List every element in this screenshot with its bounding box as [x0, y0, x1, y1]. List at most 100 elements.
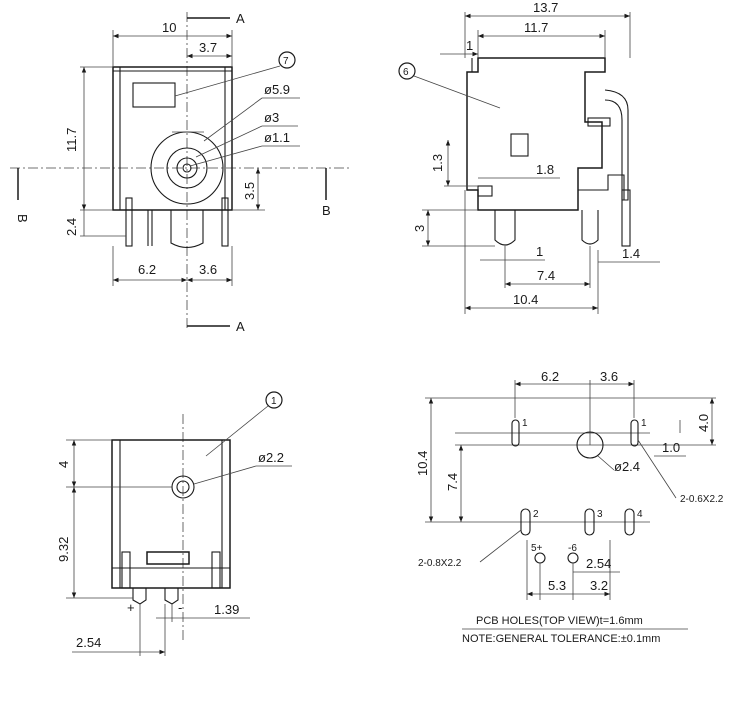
dim-d-outer: ø5.9 [264, 82, 290, 97]
pcb-slot-small: 2-0.6X2.2 [680, 494, 724, 505]
pcb-slot-large-leader [479, 529, 522, 563]
dim-front-flange: 1 [466, 38, 473, 53]
jack-inner-ring [176, 157, 198, 179]
pcb-dim-x-right: 3.2 [590, 578, 608, 593]
dim-d-hole: ø2.2 [258, 450, 284, 465]
pcb-dim-d-center: ø2.4 [614, 459, 640, 474]
pcb-dim-left-span: 6.2 [541, 369, 559, 384]
dim-width-right: 3.7 [199, 40, 217, 55]
bottom-hole-inner [176, 480, 190, 494]
callout-6-leader [413, 75, 501, 109]
side-pin-rear [581, 210, 599, 245]
dim-center-height: 3.5 [242, 182, 257, 200]
pcb-d2-4-leader [597, 455, 615, 471]
front-pin-center [170, 210, 204, 249]
pcb-dim-right-span: 3.6 [600, 369, 618, 384]
pcb-slot-1a [511, 419, 520, 447]
pcb-slot-small-leader [637, 439, 677, 499]
dim-right-span: 3.6 [199, 262, 217, 277]
callout-6-bubble [398, 62, 416, 80]
front-pin-left [125, 197, 133, 247]
pcb-center-hole [576, 431, 604, 459]
dim-base-length: 10.4 [513, 292, 538, 307]
dim-top-gap: 4 [56, 461, 71, 468]
pcb-pin-label-4: 4 [637, 509, 643, 520]
dim-pin-width: 1 [536, 244, 543, 259]
front-view: A A B B 10 3.7 [10, 11, 350, 334]
dim-width-total: 10 [162, 20, 176, 35]
callout-6-label: 6 [403, 67, 409, 78]
bottom-pin-minus [164, 588, 179, 605]
leader-d2-2 [193, 465, 257, 485]
pcb-dim-total-height: 10.4 [415, 451, 430, 476]
pcb-dim-top-offset: 4.0 [696, 414, 711, 432]
bottom-terminal-center [146, 551, 190, 565]
notes: PCB HOLES(TOP VIEW)t=1.6mm NOTE:GENERAL … [462, 615, 688, 645]
section-b-right-label: B [322, 203, 331, 218]
bottom-terminal-right [211, 551, 221, 589]
front-label-recess [132, 82, 176, 108]
side-rear-tab [604, 89, 629, 201]
callout-1-leader [205, 405, 269, 457]
pcb-pin-label-1a: 1 [522, 418, 528, 429]
pcb-pin-label-2: 2 [533, 509, 539, 520]
pcb-pin-label-1b: 1 [641, 418, 647, 429]
dim-d-mid: ø3 [264, 110, 279, 125]
leader-d1-1 [189, 145, 263, 167]
callout-7-bubble [278, 51, 296, 69]
dim-pin-height: 2.4 [64, 218, 79, 236]
pcb-dim-pitch: 2.54 [586, 556, 611, 571]
dim-left-span: 6.2 [138, 262, 156, 277]
callout-1-bubble [265, 391, 283, 409]
pcb-pin-6 [567, 552, 579, 564]
side-pin-front [494, 210, 516, 246]
dim-tab-offset: 1.8 [536, 162, 554, 177]
pcb-layout: 6.2 3.6 4.0 1.0 10.4 7.4 ø2.4 1 [415, 369, 724, 600]
jack-center-pin [182, 163, 192, 173]
section-b-left-label: B [15, 214, 30, 223]
bottom-terminal-left [121, 551, 131, 589]
note-tolerance: NOTE:GENERAL TOLERANCE:±0.1mm [462, 633, 660, 645]
bottom-pin-plus-label: + [127, 600, 135, 615]
leader-d5-9 [203, 97, 263, 142]
side-pin-right [621, 189, 631, 247]
section-a-bottom-label: A [236, 319, 245, 334]
bottom-pin-minus-label: - [178, 600, 182, 615]
dim-height-total: 11.7 [64, 128, 79, 152]
front-pin-right [221, 197, 229, 247]
dim-pin-span: 7.4 [537, 268, 555, 283]
side-bottom-step [578, 174, 625, 200]
pcb-slot-1b [630, 419, 639, 447]
pcb-pin-5 [534, 552, 546, 564]
dim-pin-offset: 1.39 [214, 602, 239, 617]
callout-1-label: 1 [271, 396, 277, 407]
front-body-outline [112, 66, 233, 211]
side-tab [477, 185, 493, 197]
dim-length-total: 13.7 [533, 0, 558, 15]
side-window [510, 133, 529, 157]
bottom-view: + - 4 9.32 ø2.2 1.39 2.54 1 [56, 391, 292, 656]
pcb-slot-3 [584, 508, 595, 536]
leader-d3 [195, 125, 263, 158]
pcb-pin-label-3: 3 [597, 509, 603, 520]
pcb-dim-side-offset: 1.0 [662, 440, 680, 455]
pcb-dim-mid-height: 7.4 [445, 473, 460, 491]
pcb-pin-label-6: -6 [568, 543, 577, 554]
dim-tab-height: 1.3 [430, 154, 445, 172]
pcb-pin-label-5: 5+ [531, 543, 543, 554]
pcb-slot-large: 2-0.8X2.2 [418, 558, 462, 569]
callout-7-leader [174, 65, 281, 97]
section-a-top-label: A [236, 11, 245, 26]
dim-pin-right: 1.4 [622, 246, 640, 261]
side-body-outline [466, 57, 606, 211]
bottom-body-outline [111, 439, 231, 589]
dim-pin-pitch: 2.54 [76, 635, 101, 650]
dim-pin-height-side: 3 [412, 225, 427, 232]
side-view: 13.7 11.7 1 1.3 1.8 3 1 1.4 7.4 1 [398, 0, 660, 314]
dim-d-pin: ø1.1 [264, 130, 290, 145]
dim-length-body: 11.7 [524, 20, 548, 35]
side-latch [587, 117, 611, 127]
pcb-slot-4 [624, 508, 635, 536]
jack-mid-ring [166, 147, 208, 189]
